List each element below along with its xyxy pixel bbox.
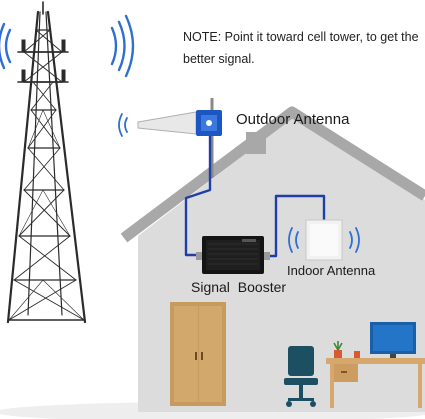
cable-booster-to-indoor [270, 194, 326, 258]
indoor-antenna-label: Indoor Antenna [287, 263, 376, 278]
signal-booster-label: Signal Booster [191, 279, 287, 295]
wardrobe [170, 302, 226, 406]
indoor-antenna-waves-right [349, 227, 360, 253]
outdoor-antenna-waves [118, 113, 128, 137]
mug [354, 351, 360, 358]
outdoor-antenna-label: Outdoor Antenna [236, 111, 350, 128]
office-chair [284, 346, 318, 407]
cable-outdoor-to-booster [184, 130, 212, 257]
indoor-antenna [305, 219, 343, 261]
cell-tower [6, 1, 87, 324]
signal-booster [196, 236, 270, 274]
computer-monitor [370, 322, 416, 358]
plant-pot [333, 341, 343, 358]
chimney [246, 132, 266, 154]
house-roof [120, 106, 425, 243]
desk [326, 358, 425, 408]
outdoor-antenna [137, 110, 222, 136]
tower-signal-waves-right [110, 14, 135, 78]
tower-signal-waves-left [0, 22, 12, 70]
instruction-note: NOTE: Point it toward cell tower, to get… [183, 30, 419, 66]
indoor-antenna-waves-left [288, 227, 299, 253]
